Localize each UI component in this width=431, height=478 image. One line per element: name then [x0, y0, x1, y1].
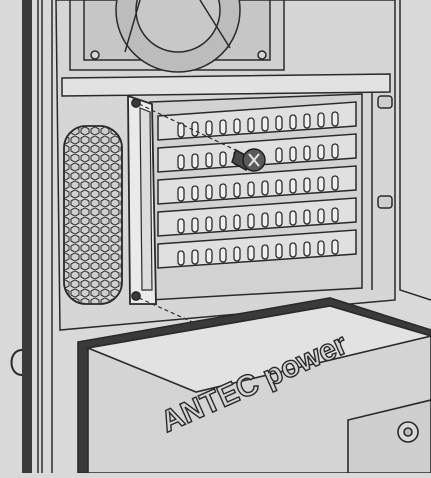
fan-icon [70, 0, 284, 72]
expansion-slots [150, 94, 362, 300]
vent-grille [64, 126, 122, 304]
fan-ledge [62, 74, 390, 96]
slot-bracket [128, 96, 156, 304]
